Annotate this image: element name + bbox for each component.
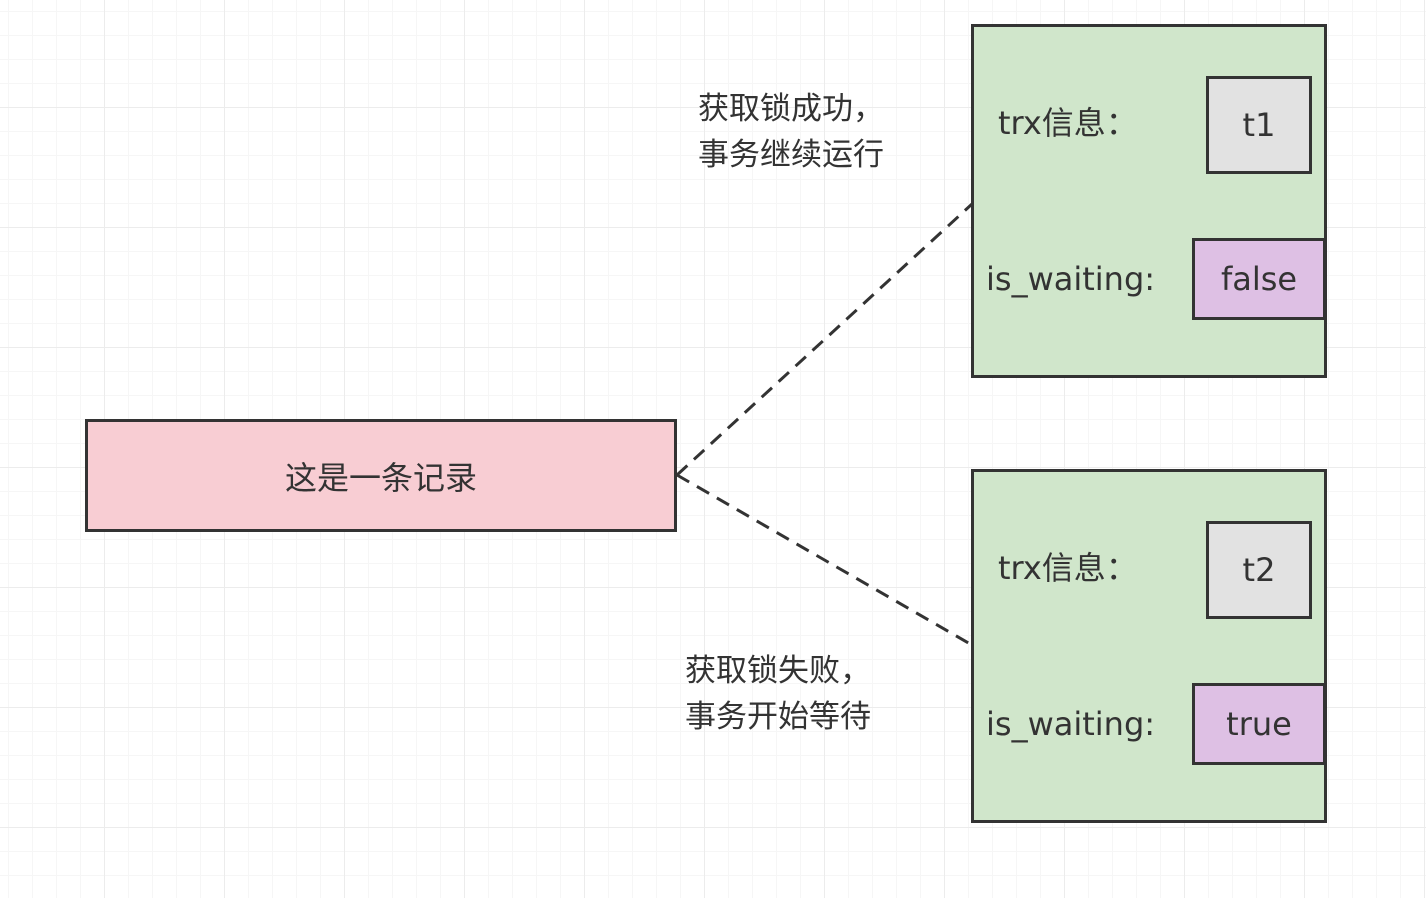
connector-success	[675, 202, 974, 477]
annotation-lock-fail: 获取锁失败， 事务开始等待	[685, 648, 871, 740]
trx-value-box: t1	[1206, 76, 1312, 174]
trx-value: t2	[1242, 551, 1276, 589]
record-box: 这是一条记录	[85, 419, 677, 532]
connector-fail	[676, 473, 973, 647]
annotation-fail-line-1: 获取锁失败，	[685, 653, 871, 689]
trx-info-label: trx信息：	[998, 104, 1138, 142]
annotation-success-line-2: 事务继续运行	[698, 137, 884, 173]
annotation-fail-line-2: 事务开始等待	[685, 699, 871, 735]
trx-value: t1	[1242, 106, 1276, 144]
trx-info-label: trx信息：	[998, 549, 1138, 587]
is-waiting-label: is_waiting:	[986, 705, 1156, 743]
is-waiting-value-box: false	[1192, 238, 1326, 320]
is-waiting-value: true	[1226, 705, 1292, 743]
lock-struct-2: trx信息： t2 is_waiting: true	[971, 469, 1327, 823]
record-label: 这是一条记录	[284, 458, 477, 497]
is-waiting-value-box: true	[1192, 683, 1326, 765]
annotation-lock-success: 获取锁成功， 事务继续运行	[698, 86, 884, 178]
lock-struct-1: trx信息： t1 is_waiting: false	[971, 24, 1327, 378]
is-waiting-value: false	[1220, 260, 1298, 298]
trx-value-box: t2	[1206, 521, 1312, 619]
annotation-success-line-1: 获取锁成功，	[698, 91, 884, 127]
is-waiting-label: is_waiting:	[986, 260, 1156, 298]
